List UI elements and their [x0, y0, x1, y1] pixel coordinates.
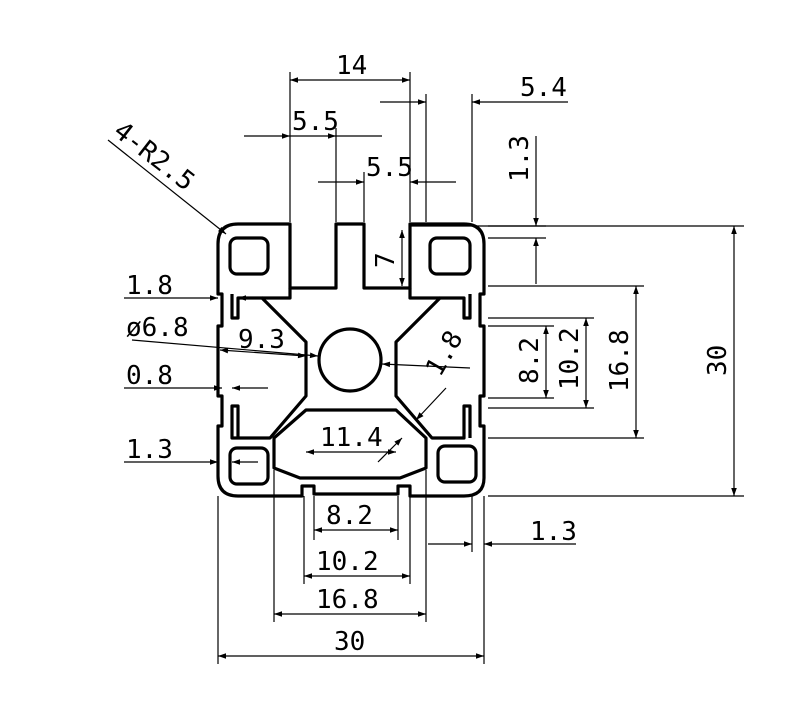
- label-lip-thickness: 0.8: [126, 361, 173, 391]
- label-left-wall-1-3: 1.3: [126, 435, 173, 465]
- label-left-wall-1-8: 1.8: [126, 271, 173, 301]
- dimension-lines: [107, 72, 744, 664]
- label-slot-width-b: 5.5: [366, 153, 413, 183]
- dimension-labels: 14 5.5 5.5 5.4 4-R2.5 1.3 7 30 16.8 10.2…: [108, 51, 733, 657]
- label-height-8-2: 8.2: [515, 337, 545, 384]
- bottom-cavity: [272, 408, 428, 480]
- top-bridge: [262, 288, 440, 300]
- label-height-16-8: 16.8: [605, 329, 635, 392]
- center-bore: [317, 327, 383, 393]
- label-bore-diameter: ø6.8: [126, 313, 189, 343]
- left-cavity: [230, 294, 308, 440]
- label-bore-offset: 9.3: [238, 325, 285, 355]
- corner-hole-top-right: [428, 236, 472, 276]
- label-top-wall: 1.3: [505, 135, 535, 182]
- label-right-offset: 5.4: [520, 73, 567, 103]
- label-corner-radius: 4-R2.5: [108, 116, 200, 197]
- label-bottom-10-2: 10.2: [316, 547, 379, 577]
- corner-hole-top-left: [228, 236, 270, 276]
- label-height-10-2: 10.2: [555, 327, 585, 390]
- label-bottom-8-2: 8.2: [326, 501, 373, 531]
- label-overall-width: 30: [334, 627, 365, 657]
- corner-hole-bottom-left: [228, 446, 270, 486]
- label-slot-width-a: 5.5: [292, 107, 339, 137]
- label-overall-height: 30: [703, 345, 733, 376]
- label-bottom-wall: 1.3: [530, 517, 577, 547]
- right-cavity: [394, 294, 472, 440]
- label-slot-depth: 7: [371, 252, 401, 268]
- label-diagonal-wall: 1.8: [420, 326, 469, 382]
- label-inner-width: 11.4: [320, 423, 383, 453]
- corner-hole-bottom-right: [436, 444, 478, 484]
- label-bottom-16-8: 16.8: [316, 585, 379, 615]
- label-top-width: 14: [336, 51, 367, 81]
- profile-outline: [216, 222, 486, 498]
